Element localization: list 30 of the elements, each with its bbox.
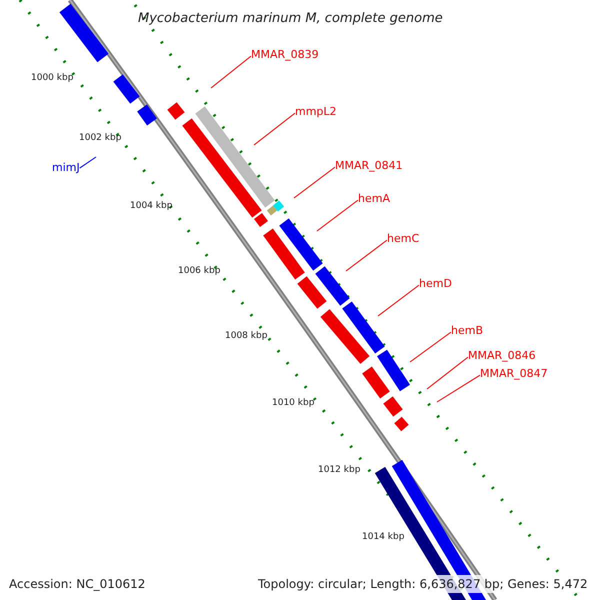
map-title: Mycobacterium marinum M, complete genome bbox=[138, 10, 443, 28]
gene-label: MMAR_0846 bbox=[468, 350, 536, 361]
scale-label: 1006 kbp bbox=[178, 265, 220, 278]
scale-label: 1008 kbp bbox=[225, 330, 268, 343]
gene-label: MMAR_0839 bbox=[251, 49, 319, 60]
gene-label: mmpL2 bbox=[295, 106, 337, 117]
footer-text: Accession: NC_010612 bbox=[9, 576, 146, 593]
leader-line bbox=[410, 332, 452, 362]
leader-line bbox=[294, 166, 336, 198]
leader-line bbox=[79, 156, 96, 169]
gene-label: hemB bbox=[451, 325, 484, 336]
leader-line bbox=[210, 56, 252, 88]
gene-label: MMAR_0841 bbox=[335, 160, 403, 171]
scale-label: 1000 kbp bbox=[31, 72, 74, 85]
scale-label: 1004 kbp bbox=[130, 200, 172, 213]
gene-label: mimJ bbox=[52, 162, 80, 173]
gene-label: hemC bbox=[387, 233, 420, 244]
scale-label: 1002 kbp bbox=[79, 132, 122, 145]
gene-label: MMAR_0847 bbox=[480, 368, 548, 379]
scale-label: 1010 kbp bbox=[272, 397, 314, 410]
leader-line bbox=[316, 200, 358, 232]
scale-label: 1014 kbp bbox=[362, 531, 404, 544]
leader-line bbox=[378, 284, 420, 316]
leader-line bbox=[426, 356, 468, 390]
leader-line bbox=[254, 112, 296, 146]
leader-line bbox=[436, 374, 480, 402]
scale-label: 1012 kbp bbox=[318, 464, 360, 477]
gene-label: hemA bbox=[358, 193, 390, 204]
leader-line bbox=[346, 240, 388, 272]
gene-label: hemD bbox=[419, 278, 452, 289]
